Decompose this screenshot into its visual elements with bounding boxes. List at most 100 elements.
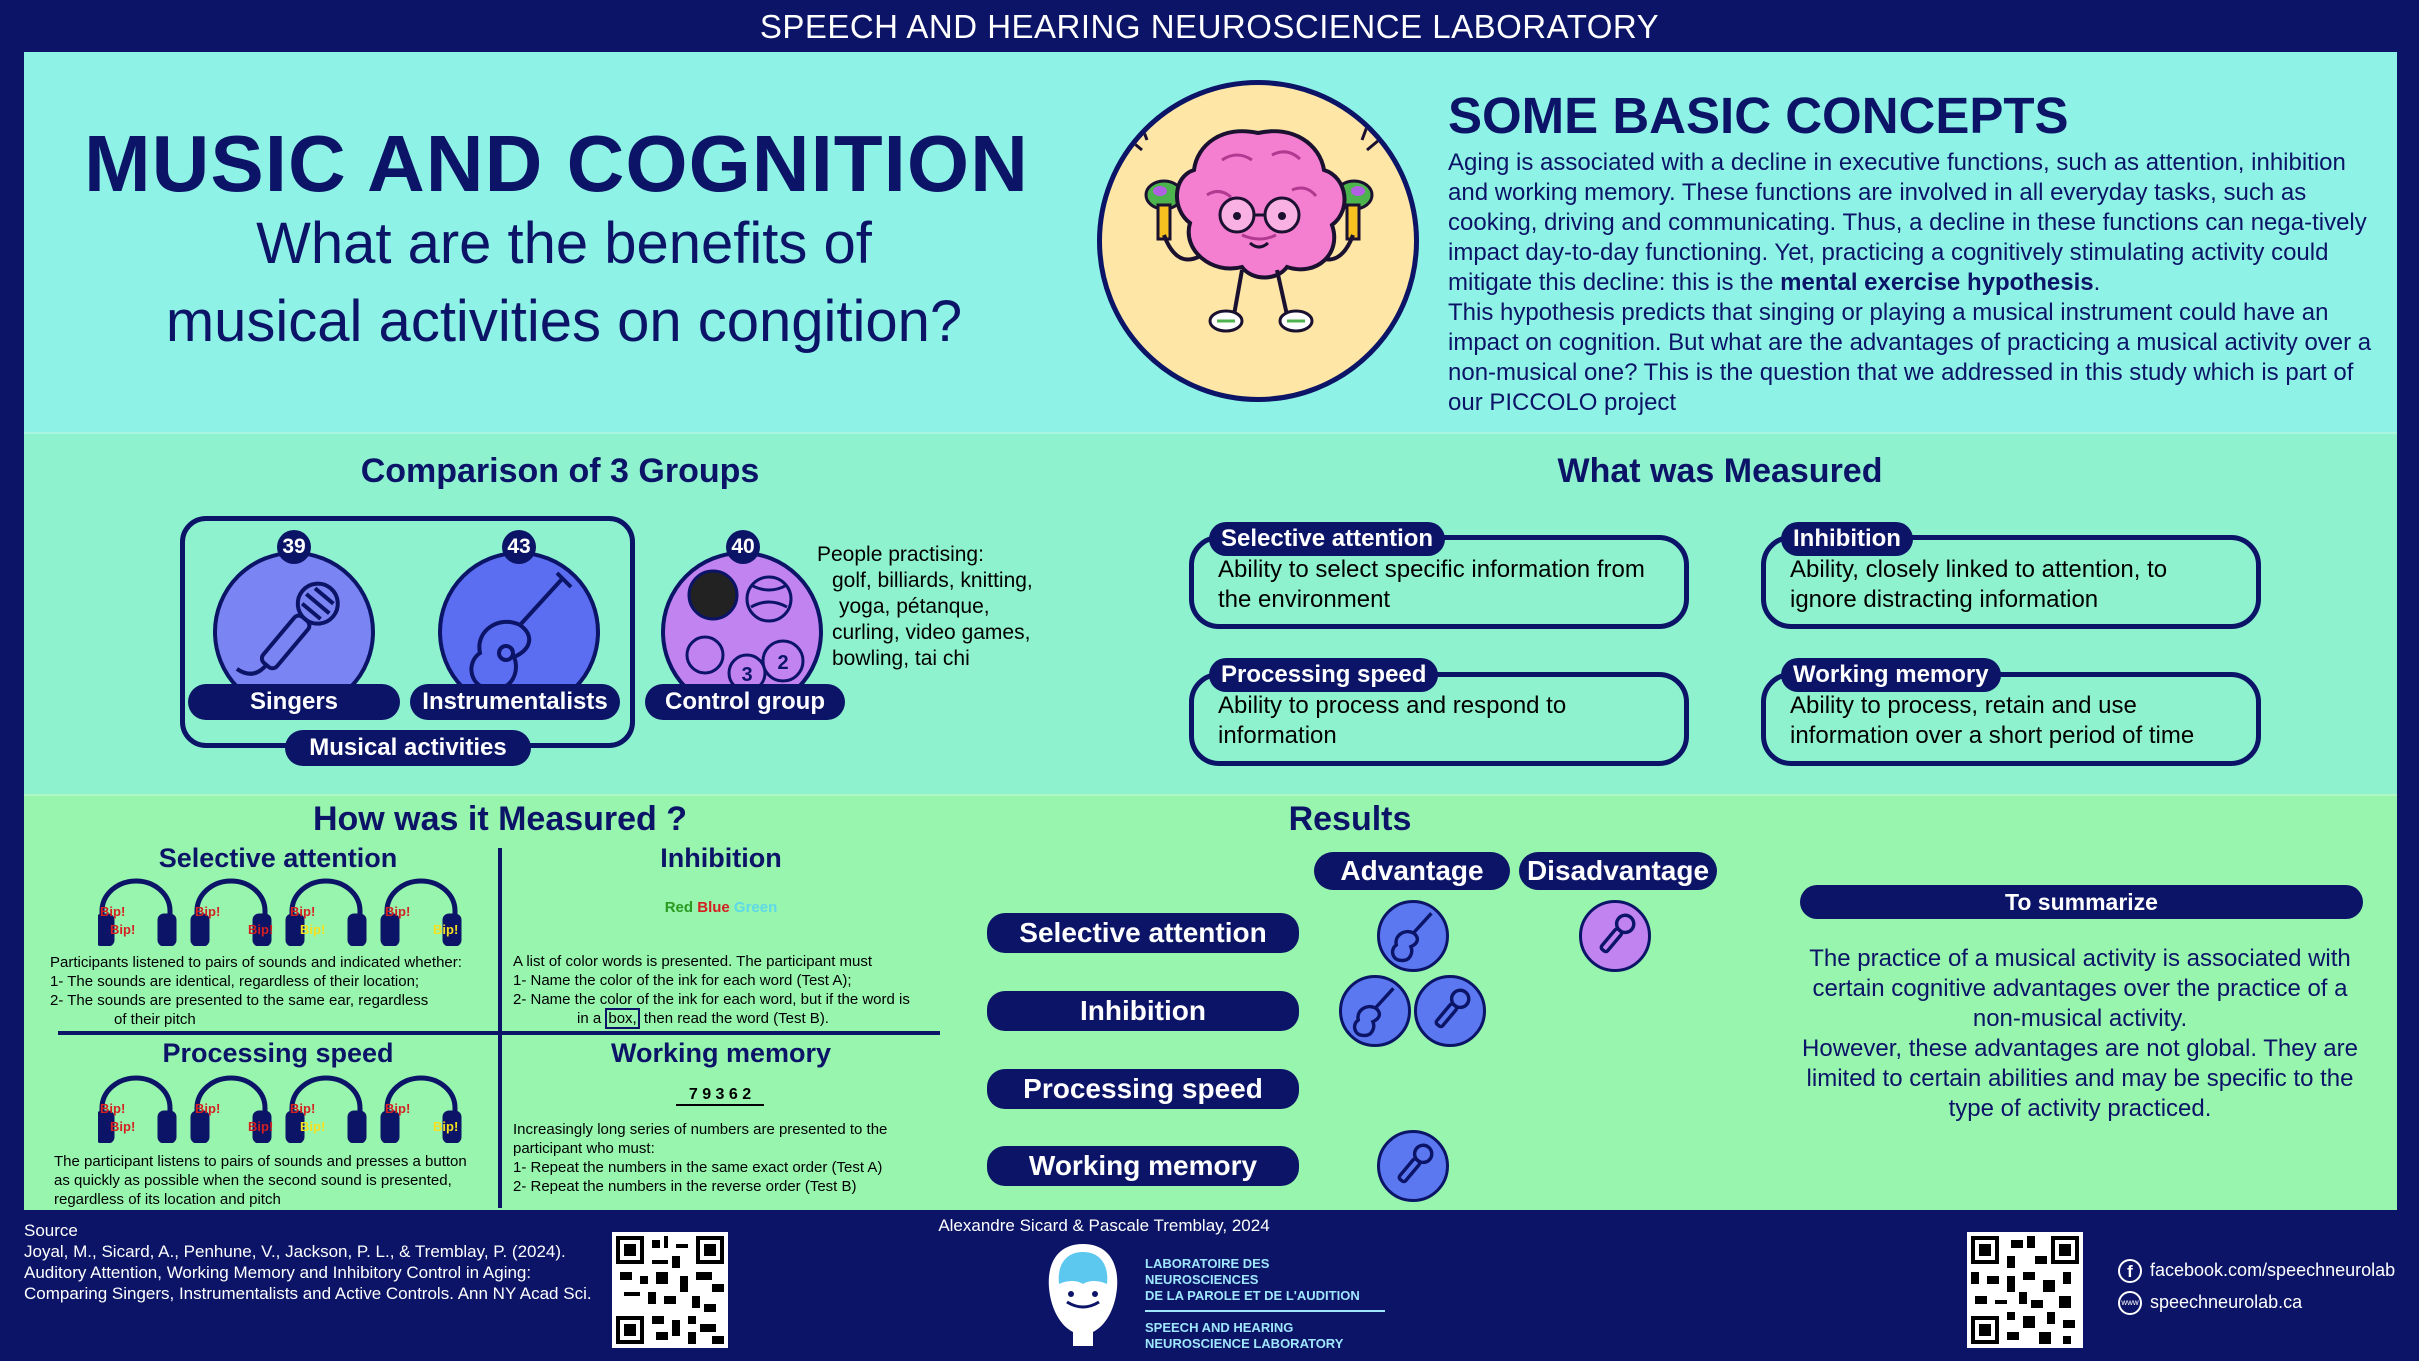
beep-label: Bip!: [300, 922, 325, 937]
control-count-badge: 40: [726, 530, 760, 564]
instrumentalists-count-badge: 43: [502, 530, 536, 564]
method-line: The participant listens to pairs of soun…: [54, 1153, 467, 1170]
result-row-memory: Working memory: [987, 1146, 1299, 1186]
working-memory-card: [1761, 672, 2261, 766]
how-selective-title: Selective attention: [158, 843, 398, 873]
inhibition-method-text: A list of color words is presented. The …: [513, 952, 943, 1029]
working-memory-card-desc: Ability to process, retain and use infor…: [1790, 692, 2195, 749]
concepts-paragraph-2: This hypothesis predicts that singing or…: [1448, 299, 2372, 416]
facebook-link[interactable]: facebook.com/speechneurolab: [2150, 1260, 2396, 1280]
logo-line: LABORATOIRE DES NEUROSCIENCES: [1145, 1256, 1270, 1287]
beep-label: Bip!: [100, 904, 125, 919]
qr-code-right[interactable]: [1967, 1232, 2083, 1348]
beep-label: Bip!: [290, 1101, 315, 1116]
speed-method-text: The participant listens to pairs of soun…: [54, 1152, 504, 1209]
concepts-paragraph-1: Aging is associated with a decline in ex…: [1448, 148, 2378, 298]
subtitle-line-2: musical activities on congition?: [165, 289, 963, 354]
source-citation: Source Joyal, M., Sicard, A., Penhune, V…: [24, 1220, 594, 1304]
control-desc-line: golf, billiards, knitting,: [832, 569, 1033, 592]
control-desc-line: curling, video games,: [832, 621, 1031, 644]
concepts-title: SOME BASIC CONCEPTS: [1448, 87, 2069, 144]
beep-label: Bip!: [110, 922, 135, 937]
method-line: 2- Name the color of the ink for each wo…: [513, 991, 910, 1008]
boxed-word: box,: [605, 1008, 640, 1029]
how-inhibition-title: Inhibition: [660, 843, 782, 873]
selective-method-text: Participants listened to pairs of sounds…: [50, 953, 500, 1029]
concepts-p1-text: Aging is associated with a decline in ex…: [1448, 149, 2367, 296]
beep-label: Bip!: [385, 904, 410, 919]
working-memory-card-label: Working memory: [1781, 658, 2001, 692]
speed-headphones: Bip! Bip! Bip! Bip! Bip! Bip! Bip! Bip!: [95, 1073, 468, 1144]
control-desc-line: yoga, pétanque,: [839, 595, 990, 618]
mental-exercise-term: mental exercise hypothesis: [1780, 269, 2094, 296]
processing-speed-card-label: Processing speed: [1209, 658, 1439, 692]
disadvantage-header: Disadvantage: [1519, 852, 1717, 890]
beep-label: Bip!: [110, 1119, 135, 1134]
measured-title: What was Measured: [1557, 452, 1883, 490]
poster-title: MUSIC AND COGNITION: [84, 119, 1029, 208]
control-desc-title: People practising:: [817, 543, 984, 566]
beep-label: Bip!: [433, 922, 458, 937]
authors: Alexandre Sicard & Pascale Tremblay, 202…: [938, 1216, 1270, 1235]
source-text: Joyal, M., Sicard, A., Penhune, V., Jack…: [24, 1242, 592, 1303]
qr-code-left[interactable]: [612, 1232, 728, 1348]
control-activities-list: People practising: golf, billiards, knit…: [817, 542, 1077, 672]
beep-label: Bip!: [433, 1119, 458, 1134]
memory-method-text: Increasingly long series of numbers are …: [513, 1120, 943, 1196]
method-line: 1- Repeat the numbers in the same exact …: [513, 1159, 883, 1176]
head-logo-icon: [1048, 1244, 1118, 1346]
summary-paragraph-2: However, these advantages are not global…: [1802, 1035, 2358, 1122]
control-label: Control group: [645, 684, 845, 720]
method-line: participant who must:: [513, 1140, 655, 1157]
advantage-header: Advantage: [1314, 852, 1510, 890]
musical-activities-label: Musical activities: [285, 730, 531, 766]
logo-text: LABORATOIRE DES NEUROSCIENCES DE LA PARO…: [1145, 1256, 1385, 1352]
summary-text: The practice of a musical activity is as…: [1790, 944, 2370, 1124]
microphone-result-icon: [1579, 900, 1651, 972]
beep-label: Bip!: [385, 1101, 410, 1116]
method-line: 2- The sounds are presented to the same …: [50, 992, 429, 1009]
result-row-inhibition: Inhibition: [987, 991, 1299, 1031]
how-title: How was it Measured ?: [312, 800, 688, 838]
beep-label: Bip!: [100, 1101, 125, 1116]
facebook-icon[interactable]: f: [2118, 1259, 2142, 1283]
selective-headphones: Bip! Bip! Bip! Bip! Bip! Bip! Bip! Bip!: [95, 876, 468, 947]
inhibition-card-label: Inhibition: [1781, 522, 1913, 556]
control-desc-line: bowling, tai chi: [832, 647, 970, 670]
website-icon[interactable]: www: [2118, 1291, 2142, 1315]
guitar-result-icon: [1339, 975, 1411, 1047]
beep-label: Bip!: [300, 1119, 325, 1134]
summary-title: To summarize: [1800, 885, 2363, 919]
lab-header: SPEECH AND HEARING NEUROSCIENCE LABORATO…: [759, 8, 1660, 45]
sports-balls-icon: 3 2: [685, 569, 805, 693]
result-row-speed: Processing speed: [987, 1069, 1299, 1109]
method-line: as quickly as possible when the second s…: [54, 1172, 452, 1189]
guitar-result-icon: [1377, 900, 1449, 972]
concepts-p1-end: .: [2093, 269, 2101, 296]
method-line: 1- Name the color of the ink for each wo…: [513, 972, 852, 989]
microphone-result-icon: [1377, 1130, 1449, 1202]
singers-label: Singers: [188, 684, 400, 720]
inhibition-card: [1761, 535, 2261, 629]
brain-mascot-icon: [1129, 123, 1380, 333]
summary-paragraph-1: The practice of a musical activity is as…: [1809, 945, 2351, 1032]
beep-label: Bip!: [248, 1119, 273, 1134]
selective-attention-card-desc: Ability to select specific information f…: [1218, 556, 1645, 613]
website-link[interactable]: speechneurolab.ca: [2150, 1292, 2303, 1312]
ball-number-2: 2: [777, 652, 788, 674]
how-speed-title: Processing speed: [162, 1038, 394, 1068]
qr-code-icon: [616, 1236, 724, 1344]
line-part: then read the word (Test B).: [639, 1010, 829, 1027]
beep-label: Bip!: [290, 904, 315, 919]
method-line: Increasingly long series of numbers are …: [513, 1121, 888, 1138]
method-line: A list of color words is presented. The …: [513, 953, 873, 970]
singers-count-badge: 39: [277, 530, 311, 564]
logo-divider: [1145, 1310, 1385, 1312]
how-memory-title: Working memory: [610, 1038, 832, 1068]
headphones-icon: Bip! Bip! Bip! Bip! Bip! Bip! Bip! Bip!: [95, 1075, 462, 1144]
line-part: in a: [577, 1010, 606, 1027]
stroop-word-green: Green: [733, 899, 778, 916]
method-line: of their pitch: [114, 1011, 196, 1028]
result-row-selective: Selective attention: [987, 913, 1299, 953]
